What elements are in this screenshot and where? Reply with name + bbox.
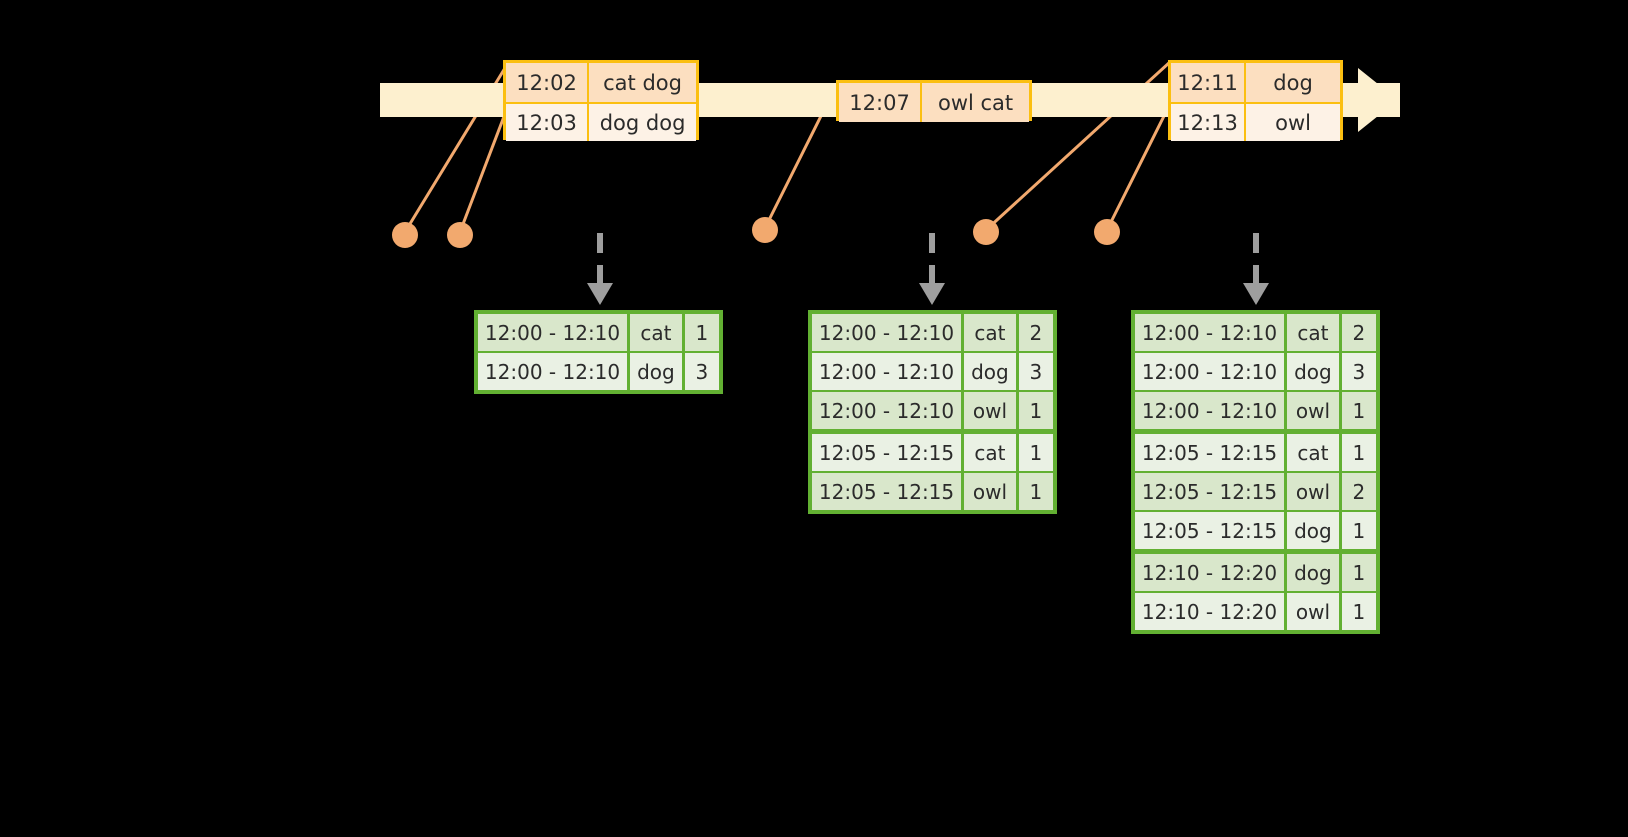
result-count-cell: 1 — [1341, 554, 1376, 591]
event-time: 12:13 — [1171, 104, 1247, 141]
event-row[interactable]: 12:03 dog dog — [506, 102, 696, 141]
event-words: dog dog — [599, 110, 686, 135]
result-word-cell: cat — [964, 314, 1016, 351]
event-row[interactable]: 12:13 owl — [1171, 102, 1340, 141]
result-word-cell: dog — [1287, 554, 1339, 591]
event-time: 12:02 — [506, 63, 590, 102]
event-words: cat dog — [603, 70, 682, 95]
result-window-cell: 12:00 - 12:10 — [812, 353, 962, 390]
event-dot-2 — [447, 222, 473, 248]
result-count-cell: 1 — [1018, 434, 1053, 471]
dashed-arrow-3-head — [1243, 283, 1269, 305]
result-count-cell: 3 — [1341, 353, 1376, 390]
result-window-cell: 12:05 - 12:15 — [812, 473, 962, 510]
result-count-cell: 3 — [1018, 353, 1053, 390]
result-count-cell: 1 — [1018, 473, 1053, 510]
result-window-cell: 12:05 - 12:15 — [812, 434, 962, 471]
event-group-3[interactable]: 12:11 dog 12:13 owl — [1168, 60, 1343, 141]
result-word-cell: dog — [964, 353, 1016, 390]
result-word-cell: owl — [1287, 473, 1339, 510]
dashed-arrow-2-head — [919, 283, 945, 305]
result-count-cell: 1 — [684, 314, 719, 351]
event-row[interactable]: 12:07 owl cat — [839, 83, 1029, 122]
result-window-cell: 12:05 - 12:15 — [1135, 512, 1285, 549]
result-word-cell: owl — [1287, 593, 1339, 630]
result-word-cell: owl — [964, 473, 1016, 510]
result-word-cell: owl — [964, 392, 1016, 429]
result-window-cell: 12:00 - 12:10 — [812, 392, 962, 429]
result-word-cell: owl — [1287, 392, 1339, 429]
result-count-cell: 2 — [1018, 314, 1053, 351]
result-count-cell: 1 — [1341, 434, 1376, 471]
event-dot-4 — [973, 219, 999, 245]
timeline-arrow-head — [1358, 68, 1398, 132]
result-window-cell: 12:00 - 12:10 — [478, 353, 628, 390]
result-count-cell: 2 — [1341, 314, 1376, 351]
event-time: 12:11 — [1171, 63, 1247, 102]
result-window-cell: 12:10 - 12:20 — [1135, 554, 1285, 591]
result-window-cell: 12:00 - 12:10 — [1135, 314, 1285, 351]
result-word-cell: dog — [1287, 512, 1339, 549]
event-words: owl — [1275, 110, 1311, 135]
event-dot-5 — [1094, 219, 1120, 245]
result-count-cell: 1 — [1341, 392, 1376, 429]
event-dot-1 — [392, 222, 418, 248]
result-word-cell: cat — [630, 314, 682, 351]
result-window-cell: 12:00 - 12:10 — [1135, 392, 1285, 429]
dashed-arrow-1-head — [587, 283, 613, 305]
event-row[interactable]: 12:11 dog — [1171, 63, 1340, 102]
result-count-cell: 2 — [1341, 473, 1376, 510]
result-count-cell: 1 — [1341, 593, 1376, 630]
result-window-cell: 12:00 - 12:10 — [478, 314, 628, 351]
result-count-cell: 1 — [1341, 512, 1376, 549]
result-window-cell: 12:05 - 12:15 — [1135, 434, 1285, 471]
result-word-cell: dog — [1287, 353, 1339, 390]
result-window-cell: 12:00 - 12:10 — [1135, 353, 1285, 390]
result-window-cell: 12:05 - 12:15 — [1135, 473, 1285, 510]
result-window-cell: 12:00 - 12:10 — [812, 314, 962, 351]
result-word-cell: cat — [1287, 434, 1339, 471]
event-group-1[interactable]: 12:02 cat dog 12:03 dog dog — [503, 60, 699, 141]
result-word-cell: cat — [964, 434, 1016, 471]
result-count-cell: 1 — [1018, 392, 1053, 429]
result-window-cell: 12:10 - 12:20 — [1135, 593, 1285, 630]
event-words: owl cat — [937, 90, 1014, 115]
event-row[interactable]: 12:02 cat dog — [506, 63, 696, 102]
event-words: dog — [1273, 70, 1313, 95]
leader-line-5 — [1105, 99, 1174, 231]
event-dot-3 — [752, 217, 778, 243]
result-count-cell: 3 — [684, 353, 719, 390]
result-word-cell: dog — [630, 353, 682, 390]
leader-line-2 — [458, 105, 510, 233]
result-word-cell: cat — [1287, 314, 1339, 351]
event-time: 12:03 — [506, 104, 590, 141]
event-time: 12:07 — [839, 83, 923, 122]
event-group-2[interactable]: 12:07 owl cat — [836, 80, 1032, 122]
